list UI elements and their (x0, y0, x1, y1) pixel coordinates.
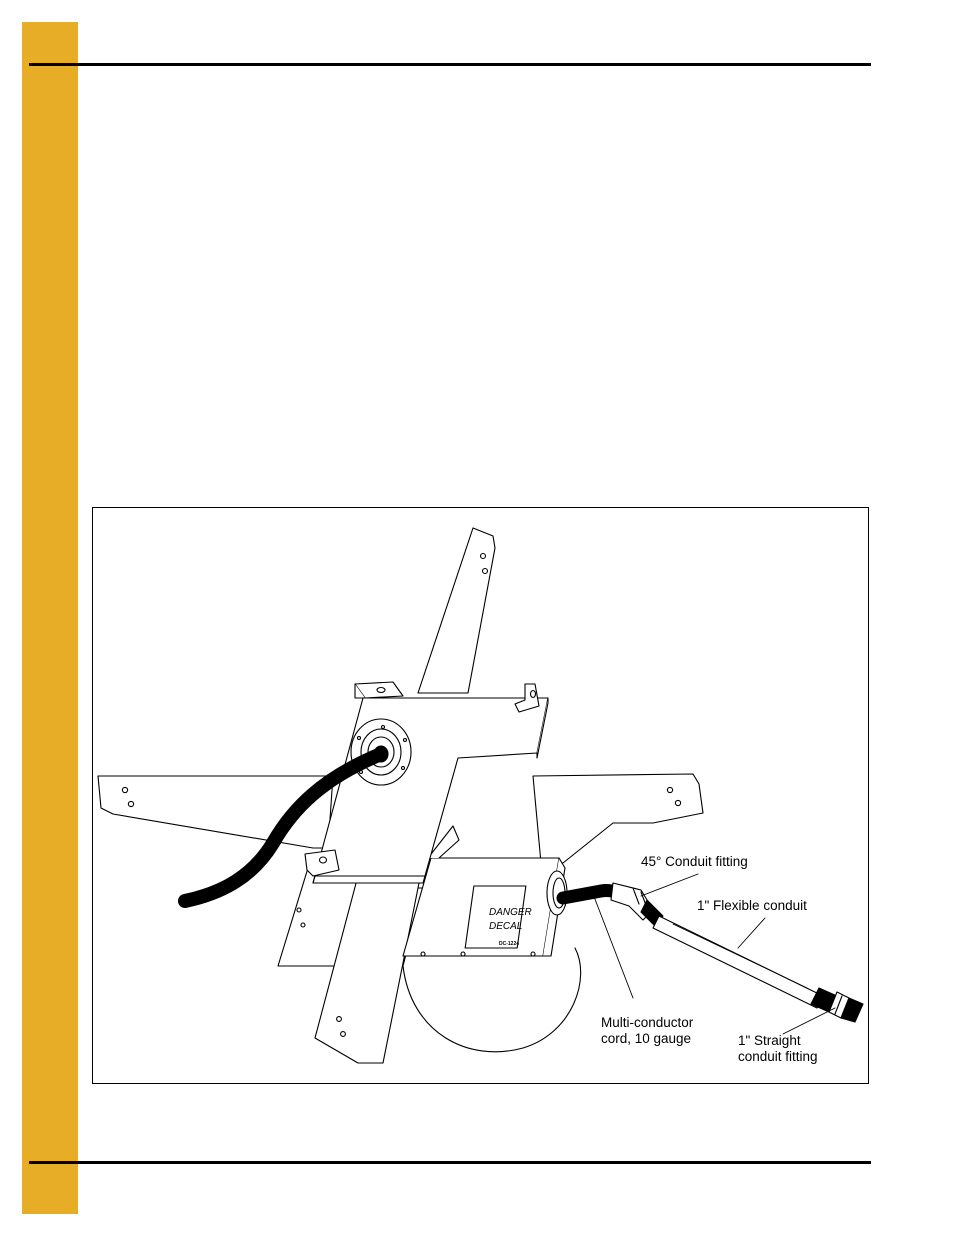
decal-part-number: DC-1224 (499, 941, 519, 947)
center-plate (313, 698, 548, 883)
side-tab (22, 22, 78, 1214)
footer-rule (29, 1161, 871, 1164)
leader-conduit-45 (641, 874, 698, 896)
flexible-conduit (653, 916, 823, 1008)
assembly-drawing: DANGER DECAL DC-1224 (93, 508, 870, 1085)
callout-straight-conduit-fitting: 1" Straight conduit fitting (738, 1033, 818, 1065)
trough (403, 948, 581, 1052)
leader-cord (593, 894, 633, 998)
upper-blade (418, 528, 495, 693)
decal-line2: DECAL (489, 921, 522, 932)
callout-conduit-45: 45° Conduit fitting (641, 854, 748, 870)
right-blade (533, 774, 703, 863)
figure-frame: DANGER DECAL DC-1224 (92, 507, 869, 1084)
callout-multi-conductor-cord: Multi-conductor cord, 10 gauge (601, 1015, 693, 1047)
decal-line1: DANGER (489, 907, 532, 918)
leader-flexible-conduit (738, 918, 765, 948)
callout-flexible-conduit: 1" Flexible conduit (697, 898, 807, 914)
header-rule (29, 63, 871, 66)
leader-straight-fitting (783, 1008, 835, 1034)
